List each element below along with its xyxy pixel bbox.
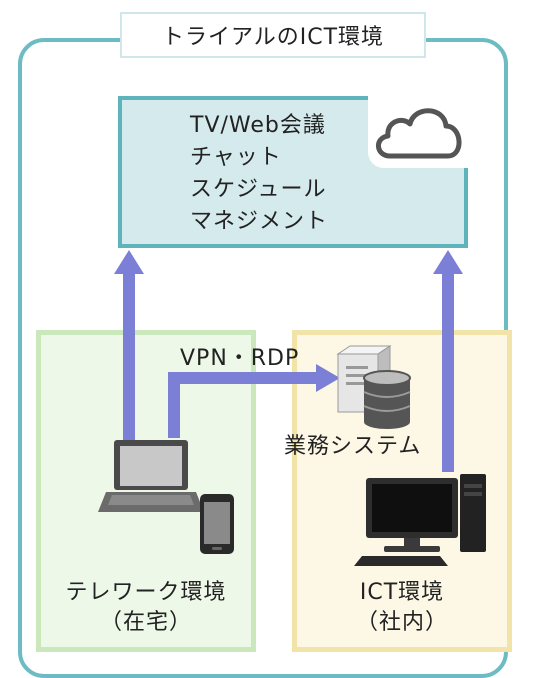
arrow-home-to-cloud: [114, 250, 144, 440]
office-zone-sublabel: （社内）: [355, 610, 448, 635]
cloud-service-item: マネジメント: [190, 209, 329, 234]
office-zone-label: ICT環境: [359, 580, 445, 605]
laptop-icon: [98, 440, 204, 512]
cloud-service-item: スケジュール: [190, 177, 327, 202]
cloud-badge: [368, 96, 468, 168]
arrow-office-to-cloud: [433, 250, 463, 472]
database-icon: [363, 370, 411, 429]
desktop-pc-icon: [354, 474, 486, 566]
cloud-icon: [376, 108, 462, 159]
cloud-service-item: チャット: [190, 145, 282, 170]
vpn-rdp-label: VPN・RDP: [180, 346, 300, 371]
diagram-title: トライアルのICT環境: [120, 12, 426, 58]
home-zone-label: テレワーク環境: [65, 580, 227, 605]
cloud-service-item: TV/Web会議: [190, 113, 326, 138]
smartphone-icon: [200, 494, 234, 554]
home-zone-sublabel: （在宅）: [99, 610, 192, 635]
diagram-graphics: [98, 250, 486, 566]
vpn-arrow: [168, 364, 340, 438]
business-system-label: 業務システム: [284, 434, 422, 459]
cloud-service-list: TV/Web会議 チャット スケジュール マネジメント: [190, 110, 390, 238]
home-zone: [36, 330, 256, 652]
